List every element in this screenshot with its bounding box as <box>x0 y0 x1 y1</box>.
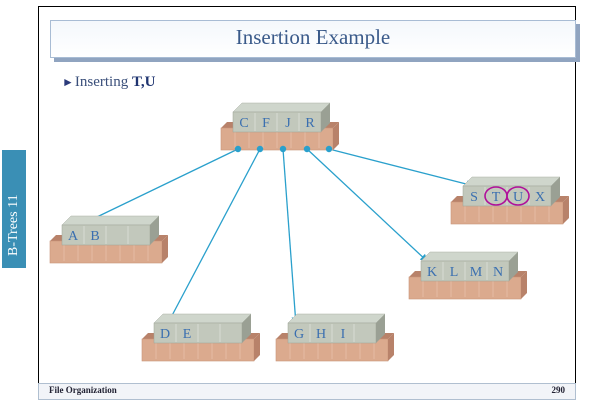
connector-leaf-klmn <box>306 148 429 263</box>
node-key: A <box>68 229 79 244</box>
node-key: J <box>285 116 291 131</box>
connector-leaf-de <box>166 148 261 326</box>
connector-leaf-ab <box>71 148 239 230</box>
node-box-side <box>150 216 159 245</box>
node-box-top <box>287 313 386 324</box>
node-box-side <box>551 177 560 206</box>
node-key: D <box>160 327 170 342</box>
node-key: I <box>341 327 346 342</box>
frame-right-line <box>575 6 576 398</box>
subtitle-keys: T,U <box>131 74 156 90</box>
node-key: L <box>450 265 459 280</box>
node-key: M <box>470 265 483 280</box>
node-box-side <box>321 103 330 132</box>
node-key: E <box>183 327 192 342</box>
node-key: N <box>493 265 503 280</box>
frame-left-line <box>38 6 39 398</box>
footer-course: File Organization <box>49 385 117 395</box>
connectors <box>71 148 475 326</box>
node-key: G <box>294 327 304 342</box>
node-box-top <box>61 215 160 226</box>
node-key: C <box>239 116 248 131</box>
subtitle: ►Inserting T,U <box>62 74 155 91</box>
node-key: T <box>492 190 501 205</box>
node-key: H <box>316 327 326 342</box>
connector-leaf-stux <box>328 148 475 188</box>
pointer-dot <box>325 145 333 153</box>
node-key: R <box>305 116 315 131</box>
pointer-dots <box>234 145 333 153</box>
node-key: K <box>427 265 437 280</box>
node-tray-side <box>333 122 339 150</box>
node-box-top <box>462 176 561 187</box>
frame-top-line <box>38 6 576 7</box>
subtitle-prefix: Inserting <box>74 74 132 90</box>
node-key: F <box>262 116 270 131</box>
node-box-top <box>153 313 252 324</box>
node-key: X <box>535 190 545 205</box>
node-box-side <box>242 314 251 343</box>
title-box: Insertion Example <box>50 20 576 58</box>
node-tray-side <box>563 196 569 224</box>
node-key: S <box>470 190 478 205</box>
connector-leaf-ghi <box>282 148 300 326</box>
side-tab: B-Trees 11 <box>2 150 26 268</box>
node-tray-side <box>254 333 260 361</box>
node-tray-side <box>521 271 527 299</box>
footer-bar: File Organization 290 <box>38 383 576 400</box>
node-key: U <box>513 190 523 205</box>
node-tray-side <box>162 235 168 263</box>
highlight-ring <box>506 186 530 206</box>
pointer-dot <box>303 145 311 153</box>
node-box-side <box>376 314 385 343</box>
node-box-side <box>509 252 518 281</box>
pointer-dot <box>234 145 242 153</box>
pointer-dot <box>279 145 287 153</box>
node-box-top <box>232 102 331 113</box>
node-key: B <box>90 229 99 244</box>
node-tray-side <box>388 333 394 361</box>
footer-page-number: 290 <box>551 385 566 395</box>
pointer-dot <box>256 145 264 153</box>
node-box-top <box>420 251 519 262</box>
bullet-arrow-icon: ► <box>62 75 74 89</box>
slide-title: Insertion Example <box>235 25 391 49</box>
